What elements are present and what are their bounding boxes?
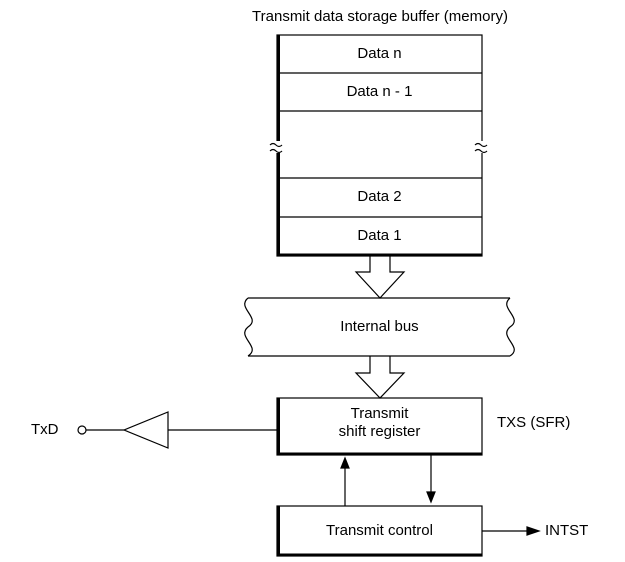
intst-label: INTST: [545, 522, 589, 539]
bus-to-register-arrow: [354, 356, 406, 399]
txd-pin-label: TxD: [31, 421, 59, 438]
register-to-control-arrow: [426, 455, 436, 504]
internal-bus: [244, 297, 515, 357]
control-to-register-arrow: [340, 456, 350, 506]
txs-sfr-label: TXS (SFR): [497, 414, 571, 431]
buffer-row-data-n: Data n: [357, 45, 402, 62]
shift-register-label-line2: shift register: [338, 423, 421, 440]
intst-arrow: [482, 526, 541, 536]
shift-register-label-line1: Transmit: [350, 405, 409, 422]
buffer-title: Transmit data storage buffer (memory): [252, 8, 508, 25]
buffer-box: [276, 34, 483, 257]
omission-marks: [269, 141, 488, 154]
shift-register-box: [276, 397, 483, 456]
buffer-to-bus-arrow: [354, 256, 406, 299]
output-buffer-triangle: [122, 411, 169, 449]
buffer-row-data-2: Data 2: [357, 188, 402, 205]
buffer-row-data-n-1: Data n - 1: [346, 83, 413, 100]
internal-bus-label: Internal bus: [340, 318, 419, 335]
buffer-row-data-1: Data 1: [357, 227, 402, 244]
txd-pin-circle: [77, 425, 87, 435]
transmit-control-label: Transmit control: [326, 522, 433, 539]
